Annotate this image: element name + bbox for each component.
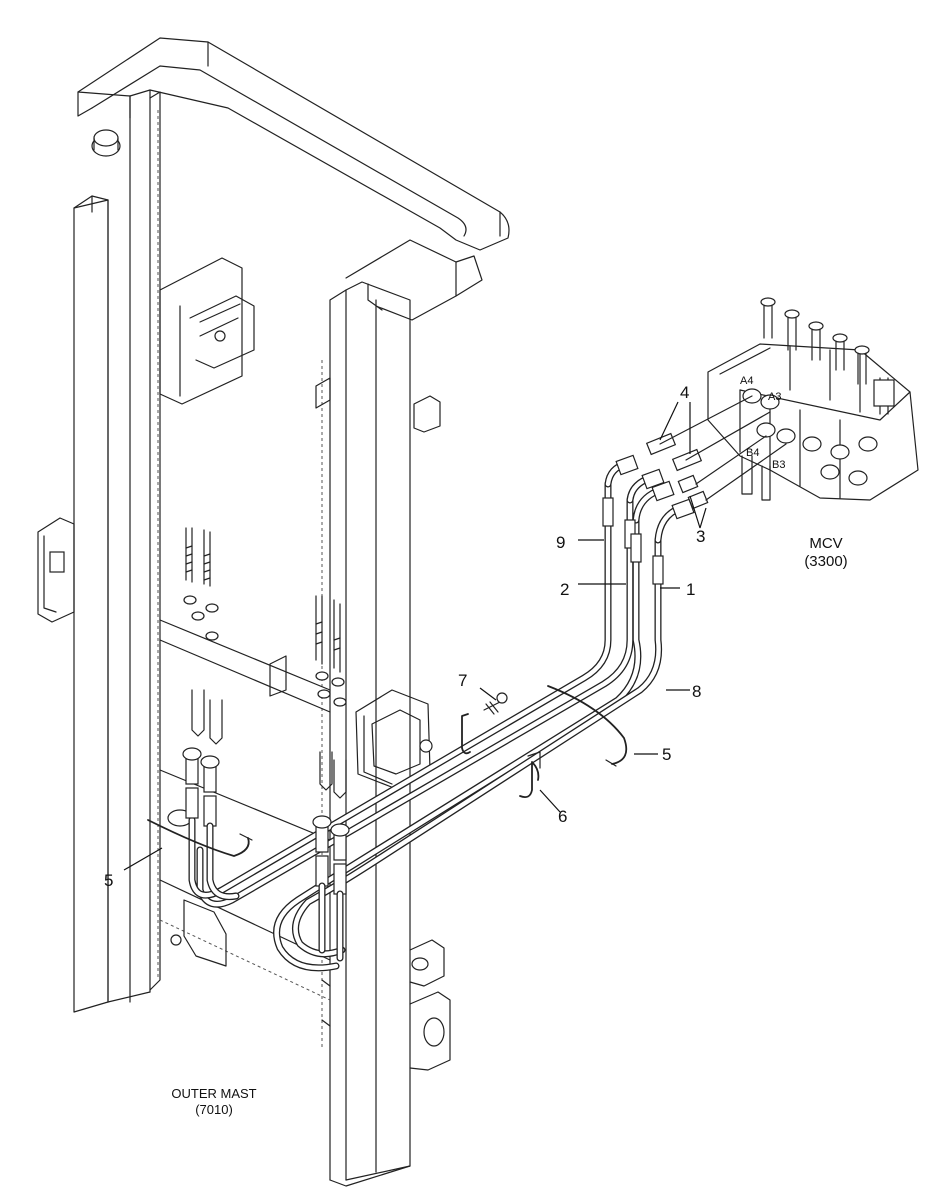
port-b4: B4 bbox=[746, 447, 759, 459]
callout-4: 4 bbox=[680, 383, 689, 402]
port-a4: A4 bbox=[740, 375, 753, 387]
lift-cylinder-rods bbox=[183, 527, 347, 799]
port-a3: A3 bbox=[768, 391, 781, 403]
mcv-name: MCV bbox=[809, 535, 842, 552]
callout-6: 6 bbox=[558, 807, 567, 826]
main-control-valve bbox=[707, 297, 919, 501]
labels: 1 2 3 4 5 5 6 7 8 9 A4 A3 B4 B3 MCV (330… bbox=[104, 375, 848, 1117]
hose-assemblies bbox=[182, 454, 695, 972]
port-b3: B3 bbox=[772, 459, 785, 471]
callout-8: 8 bbox=[692, 682, 701, 701]
outer-mast bbox=[37, 37, 510, 1187]
callout-7: 7 bbox=[458, 671, 467, 690]
callout-3: 3 bbox=[696, 527, 705, 546]
callout-1: 1 bbox=[686, 580, 695, 599]
callout-5-right: 5 bbox=[662, 745, 671, 764]
clamps-and-fasteners bbox=[147, 685, 628, 857]
callout-5-left: 5 bbox=[104, 871, 113, 890]
callout-leaders bbox=[123, 401, 707, 871]
connectors bbox=[645, 395, 787, 510]
mast-code: (7010) bbox=[195, 1102, 233, 1117]
callout-2: 2 bbox=[560, 580, 569, 599]
callout-9: 9 bbox=[556, 533, 565, 552]
mcv-code: (3300) bbox=[804, 553, 847, 570]
mast-name: OUTER MAST bbox=[171, 1086, 256, 1101]
